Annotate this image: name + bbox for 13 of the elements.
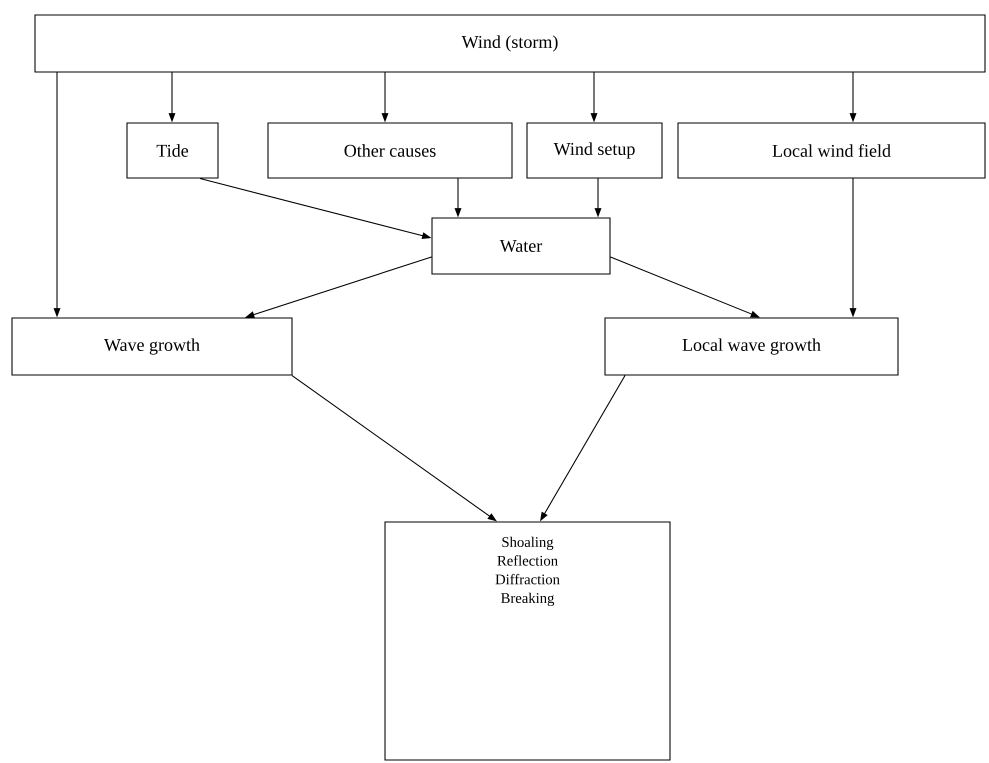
process-box: Water — [431, 217, 611, 275]
process-box: Local wind field — [677, 122, 986, 179]
node-label: Diffraction — [495, 574, 560, 584]
node-label: Breaking — [501, 592, 554, 606]
node-label: Shoaling — [502, 536, 554, 550]
process-box: Wind setup — [526, 122, 663, 179]
process-box: Other causes — [267, 122, 513, 179]
process-box: Wind (storm) — [34, 14, 986, 73]
list-box — [384, 521, 671, 761]
node-label: Reflection — [497, 555, 558, 566]
process-box: Local wave growth — [604, 317, 899, 376]
process-box: Wave growth — [11, 317, 293, 376]
process-box: Tide — [126, 122, 219, 179]
